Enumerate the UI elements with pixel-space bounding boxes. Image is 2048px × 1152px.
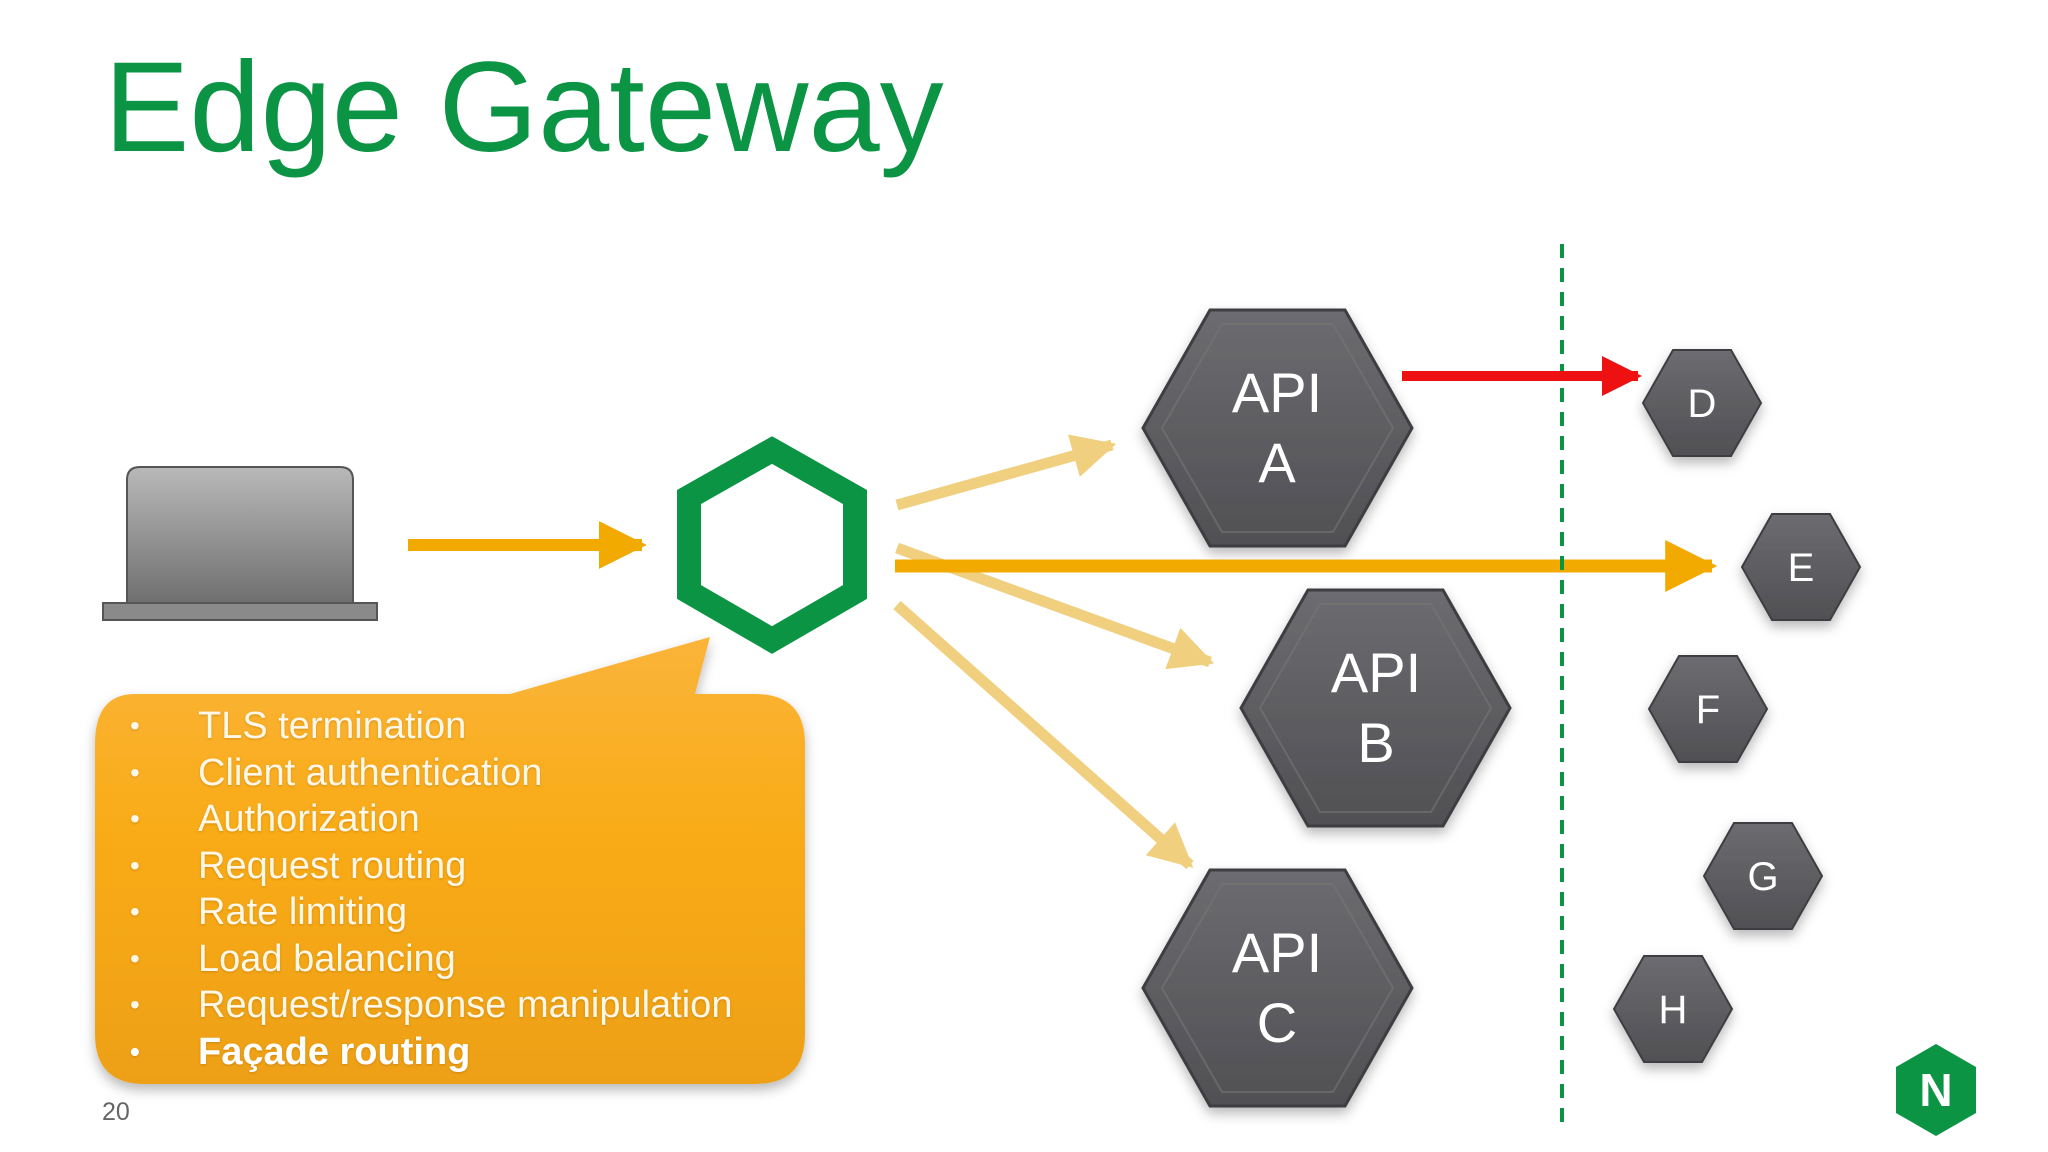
service-hexagon-g: G [1702,822,1824,930]
page-number: 20 [102,1098,130,1126]
api-a-label-1: API [1232,361,1322,424]
service-h-label: H [1659,988,1688,1032]
service-hexagon-e: E [1740,513,1862,621]
features-callout [95,637,805,1084]
service-e-label: E [1788,546,1815,590]
api-hexagon-b: API B [1239,588,1512,828]
feature-item: •TLS termination [130,705,467,747]
feature-item: •Authorization [130,798,420,840]
slide-title: Edge Gateway [104,36,944,179]
service-f-label: F [1696,688,1720,732]
service-g-label: G [1747,855,1778,899]
laptop-icon [102,466,378,621]
api-b-label-2: B [1357,711,1394,774]
api-a-label-2: A [1258,431,1296,494]
feature-item: •Client authentication [130,751,543,794]
api-hexagon-a: API A [1141,308,1414,548]
service-hexagon-d: D [1641,349,1763,457]
feature-item: •Request routing [130,844,467,887]
arrow-to-api-a [895,434,1117,511]
features-list: •TLS termination •Client authentication … [130,703,810,1075]
service-d-label: D [1688,382,1717,426]
feature-item: •Load balancing [130,937,456,980]
feature-item: •Rate limiting [130,891,408,933]
api-c-label-2: C [1257,991,1297,1054]
feature-item-highlighted: •Façade routing [130,1030,471,1073]
nginx-logo-icon: N [1896,1044,1976,1136]
gateway-hexagon-icon [677,436,867,654]
arrow-to-api-c [893,600,1194,870]
api-c-label-1: API [1232,921,1322,984]
api-hexagon-c: API C [1141,868,1414,1108]
nginx-logo-letter: N [1919,1064,1952,1116]
feature-item: •Request/response manipulation [130,984,733,1026]
service-hexagon-f: F [1647,655,1769,763]
service-hexagon-h: H [1612,955,1734,1063]
api-b-label-1: API [1331,641,1421,704]
